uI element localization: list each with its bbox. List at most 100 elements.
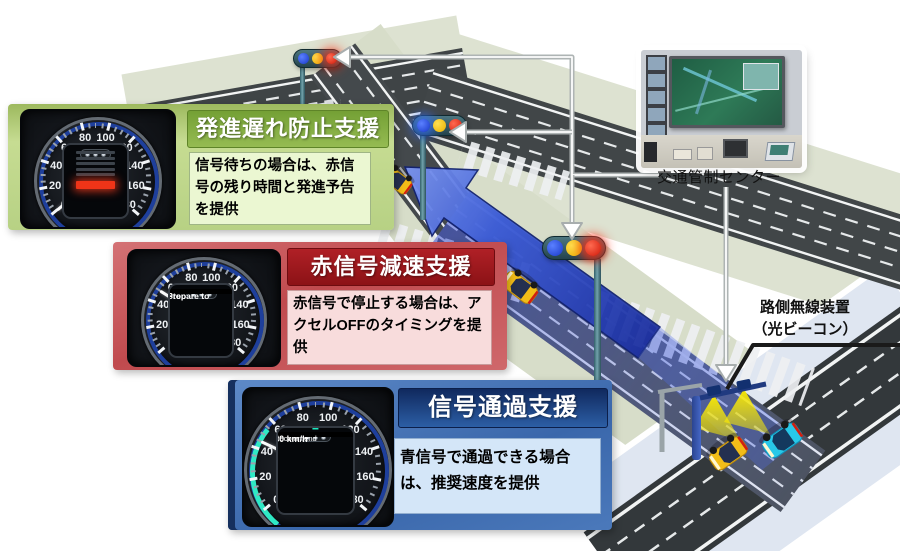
tick — [206, 263, 209, 268]
gnum: 80 — [78, 132, 92, 145]
circle — [530, 281, 538, 289]
gnum: 160 — [126, 180, 145, 193]
tick — [314, 402, 317, 407]
l0: 40 km/h — [275, 433, 308, 444]
rect — [403, 183, 413, 195]
gnum: 80 — [296, 412, 309, 424]
sub-map — [743, 63, 779, 90]
gnum: 40 — [260, 445, 273, 458]
panel-signal-passing-support: 020406080100120140160180km/h40 km/hRecom… — [228, 380, 612, 530]
path — [349, 54, 659, 178]
control-center-photo — [641, 50, 802, 168]
tick — [322, 402, 325, 408]
tick — [250, 313, 256, 316]
control-links — [349, 54, 729, 366]
tick — [94, 123, 97, 128]
bars — [75, 149, 115, 189]
path — [349, 56, 659, 176]
circle — [726, 434, 735, 443]
l0: Prepare to — [168, 290, 210, 301]
link-arrowheads — [333, 46, 737, 382]
yellow-lamp — [566, 240, 582, 256]
gnum: 100 — [96, 132, 115, 145]
arrowhead-to-beacon — [715, 364, 737, 382]
sub-monitor — [646, 106, 667, 123]
g — [456, 139, 570, 201]
panel-start-delay-prevention: 020406080100120140160180km/h 発進遅れ防止支援 信号… — [8, 104, 394, 230]
tick — [200, 262, 203, 268]
signal-pole — [300, 64, 305, 136]
circle — [762, 433, 771, 442]
path — [718, 441, 741, 464]
console-desk — [641, 135, 802, 168]
line — [657, 383, 703, 394]
circle — [405, 175, 412, 182]
i — [769, 145, 789, 155]
traffic-map — [672, 59, 782, 125]
tick — [87, 123, 90, 129]
arrowhead-to-north-signal — [333, 46, 351, 68]
rect — [456, 139, 570, 201]
tick — [145, 174, 151, 177]
optical-beacon — [657, 379, 770, 460]
yellow-lamp — [433, 119, 446, 132]
g — [736, 379, 752, 390]
signal-pole — [420, 132, 426, 220]
tick — [145, 180, 151, 183]
panel-title: 信号通過支援 — [398, 388, 608, 428]
speedometer-prepare-stop: 020406080100120140160180km/hPrepare toSt… — [127, 249, 281, 367]
gnum: 80 — [185, 272, 198, 285]
g — [706, 385, 722, 396]
bar — [75, 180, 115, 189]
ring1 — [141, 257, 268, 365]
rect — [527, 290, 539, 305]
beacon-pole — [692, 396, 701, 460]
tick — [250, 319, 256, 322]
path — [510, 278, 532, 300]
car-cyan-beacon — [759, 418, 804, 459]
rect — [737, 436, 749, 451]
tick — [193, 263, 196, 268]
sub-monitor — [646, 55, 667, 72]
span: （光ビーコン） — [752, 320, 858, 338]
l1: Stop — [168, 290, 187, 301]
circle — [780, 420, 789, 429]
panel-title: 発進遅れ防止支援 — [187, 110, 389, 148]
l1: Recommend — [275, 433, 317, 443]
yellow-lamp — [312, 53, 323, 64]
sub-monitor — [646, 89, 667, 106]
tarrow — [307, 427, 323, 430]
bar — [75, 151, 115, 154]
red-lamp-lit — [585, 240, 601, 256]
beacon-label-pointer — [725, 343, 900, 391]
beacon-head — [706, 385, 722, 396]
map-screen — [669, 56, 785, 128]
tick — [147, 313, 152, 316]
red-lamp-lit — [326, 53, 337, 64]
tick — [40, 174, 45, 177]
panel-description: 信号待ちの場合は、赤信号の残り時間と発進予告を提供 — [189, 152, 371, 225]
panel-title: 赤信号減速支援 — [287, 248, 495, 286]
route-arrow-fade — [638, 327, 800, 470]
bar — [75, 162, 115, 165]
panel-description: 赤信号で停止する場合は、アクセルOFFのタイミングを提供 — [287, 290, 492, 365]
rect — [762, 442, 775, 458]
roadside-unit-label: 路側無線装置 （光ビーコン） — [738, 297, 872, 341]
line — [419, 115, 900, 274]
box2 — [697, 147, 713, 160]
speaker — [644, 142, 657, 162]
tick — [147, 319, 152, 322]
signal-pole — [594, 258, 601, 390]
circle — [709, 446, 718, 455]
blue-lamp — [298, 53, 309, 64]
beacon-beam — [694, 395, 740, 440]
approach-signal — [542, 236, 606, 390]
lcd — [61, 143, 129, 220]
blue-lamp-lit — [417, 119, 430, 132]
line — [423, 100, 900, 260]
tick — [40, 180, 45, 183]
